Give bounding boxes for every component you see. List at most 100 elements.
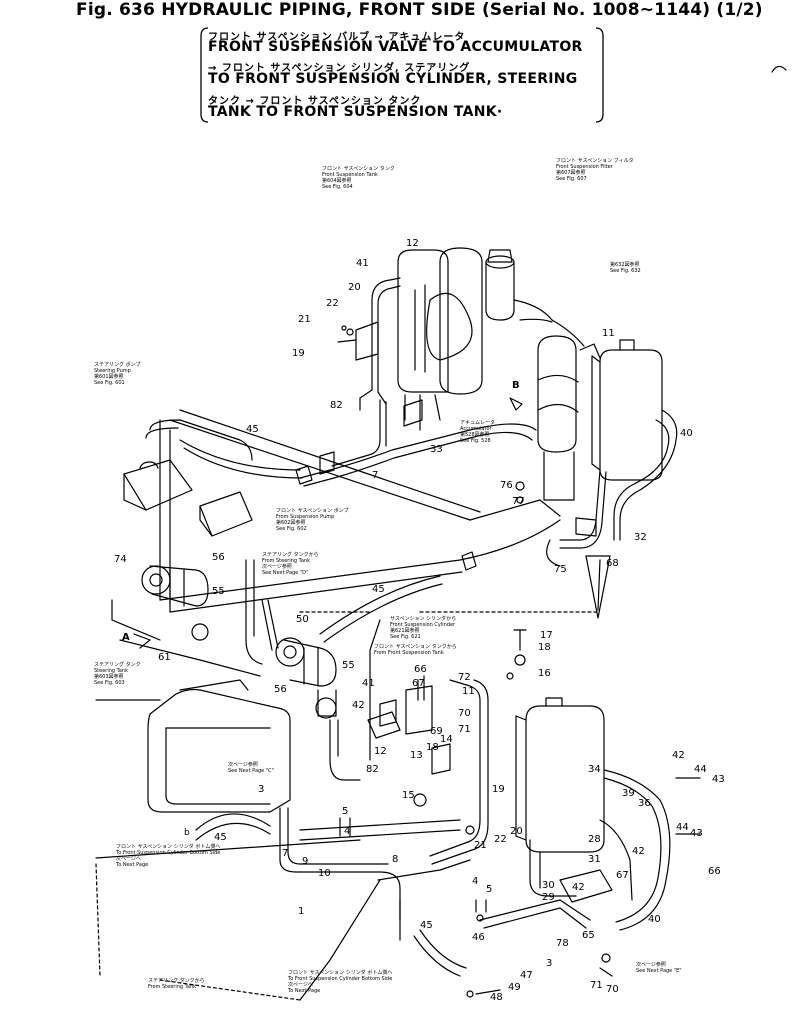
callout-en: From Suspension Pump (276, 514, 335, 520)
part-number-61: 61 (158, 652, 171, 663)
part-number-34: 34 (588, 764, 601, 775)
part-number-49: 49 (508, 982, 521, 993)
callout-en: From Front Suspension Tank (374, 650, 444, 656)
leader-cylinder (369, 619, 381, 761)
part-number-7: 7 (282, 848, 288, 859)
callout-jp: フロント サスペンション シリンダ ボトム側へ (288, 970, 393, 976)
callout-ref-jp: 次ページへ (116, 856, 141, 862)
part-number-78: 78 (556, 938, 569, 949)
part-number-1: 1 (298, 906, 304, 917)
part-number-41: 41 (362, 678, 375, 689)
part-number-20: 20 (348, 282, 361, 293)
callout-jp: ステアリング ポンプ (94, 362, 141, 368)
part-number-71: 71 (590, 980, 603, 991)
callout-en: Steering Pump (94, 368, 131, 374)
callout-jp: フロント サスペンション フィルタ (556, 158, 634, 164)
part-number-40: 40 (680, 428, 693, 439)
callout-front-suspension-pump: フロント サスペンション ポンプ From Suspension Pump 第6… (276, 508, 349, 532)
callout-ref: To Next Page (116, 862, 149, 868)
part-number-40: 40 (648, 914, 661, 925)
callout-en: See Next Page "E" (636, 968, 682, 974)
part-number-4: 4 (472, 876, 478, 887)
callout-jp: アキュムレータ (460, 420, 496, 426)
callout-jp: ステアリング タンク (94, 662, 141, 668)
part-number-44: 44 (676, 822, 689, 833)
part-number-14: 14 (440, 734, 453, 745)
hose-45-bottom (419, 929, 467, 969)
callout-jp: フロント サスペンション タンクから (374, 644, 457, 650)
part-number-82: 82 (330, 400, 343, 411)
callout-ref-jp: 第528図参照 (460, 432, 490, 438)
callout-see-next-page-c: 次ページ参照 See Next Page "C" (228, 762, 274, 774)
bushing-left (191, 623, 209, 641)
part-number-70: 70 (458, 708, 471, 719)
callout-ref: See Fig. 632 (610, 268, 641, 274)
part-number-45: 45 (246, 424, 259, 435)
subtitle-line-1-en: FRONT SUSPENSION VALVE TO ACCUMULATOR (208, 39, 583, 55)
callout-ref: See Fig. 604 (322, 184, 353, 190)
lower-right-tank-drawing (515, 697, 605, 897)
part-number-10: 10 (318, 868, 331, 879)
callout-ref-jp: 次ページへ (288, 982, 313, 988)
part-number-16: 16 (538, 668, 551, 679)
part-number-76: 76 (500, 480, 513, 491)
callout-from-steering-tank-2: ステアリング タンクから From Steering Tank (148, 978, 205, 990)
part-number-74: 74 (114, 554, 127, 565)
corner-mark (771, 65, 787, 73)
part-number-66: 66 (414, 664, 427, 675)
hose-end-fitting (295, 465, 313, 485)
pipe-12-upper (371, 277, 401, 391)
part-number-70: 70 (606, 984, 619, 995)
frame-rail-cross (159, 519, 561, 601)
part-number-67: 67 (412, 678, 425, 689)
part-number-21: 21 (298, 314, 311, 325)
part-number-29: 29 (542, 892, 555, 903)
part-number-5: 5 (486, 884, 492, 895)
front-suspension-pump-drawing (199, 491, 253, 537)
callout-ref-jp: 第632図参照 (610, 262, 640, 268)
callout-en: From Steering Tank (262, 558, 310, 564)
part-number-28: 28 (588, 834, 601, 845)
pipe-40-lower (603, 769, 671, 931)
pipe-7-lower (279, 807, 401, 921)
callout-jp: ステアリング タンクから (148, 978, 205, 984)
part-number-20: 20 (510, 826, 523, 837)
callout-fig-632: 第632図参照 See Fig. 632 (610, 262, 641, 274)
part-number-55: 55 (342, 660, 355, 671)
part-number-7: 7 (372, 470, 378, 481)
part-number-66: 66 (708, 866, 721, 877)
callout-ref-jp: 次ページ参照 (262, 564, 292, 570)
part-number-48: 48 (490, 992, 503, 1003)
callout-accumulator: アキュムレータ Accumulator 第528図参照 See Fig. 528 (460, 420, 495, 444)
part-number-71: 71 (458, 724, 471, 735)
leader-view (597, 559, 601, 611)
part-number-42: 42 (632, 846, 645, 857)
pipe-12-lower (329, 719, 361, 781)
callout-steering-pump: ステアリング ポンプ Steering Pump 第601図参照 See Fig… (94, 362, 140, 386)
callout-ref: See Fig. 607 (556, 176, 587, 182)
callout-ref-jp: 第601図参照 (94, 374, 124, 380)
part-number-41: 41 (356, 258, 369, 269)
callout-en: Steering Tank (94, 668, 129, 674)
callout-ref-jp: 第602図参照 (276, 520, 306, 526)
part-number-19: 19 (492, 784, 505, 795)
callout-ref: See Fig. 528 (460, 438, 491, 444)
callout-jp: フロント サスペンション タンク (322, 166, 395, 172)
callout-ref-jp: 第607図参照 (556, 170, 586, 176)
part-number-33: 33 (430, 444, 443, 455)
callout-jp: サスペンション シリンダから (390, 616, 457, 622)
part-number-15: 15 (402, 790, 415, 801)
hose-45-lower-left (195, 813, 271, 831)
subtitle-line-2-en: TO FRONT SUSPENSION CYLINDER, STEERING (208, 71, 578, 87)
part-number-67: 67 (616, 870, 629, 881)
part-number-22: 22 (494, 834, 507, 845)
view-arrow-a (133, 633, 151, 649)
part-number-5: 5 (342, 806, 348, 817)
part-number-11: 11 (602, 328, 615, 339)
accumulator-drawing (537, 335, 579, 501)
part-number-56: 56 (274, 684, 287, 695)
pipe-32 (559, 469, 601, 541)
part-number-30: 30 (542, 880, 555, 891)
